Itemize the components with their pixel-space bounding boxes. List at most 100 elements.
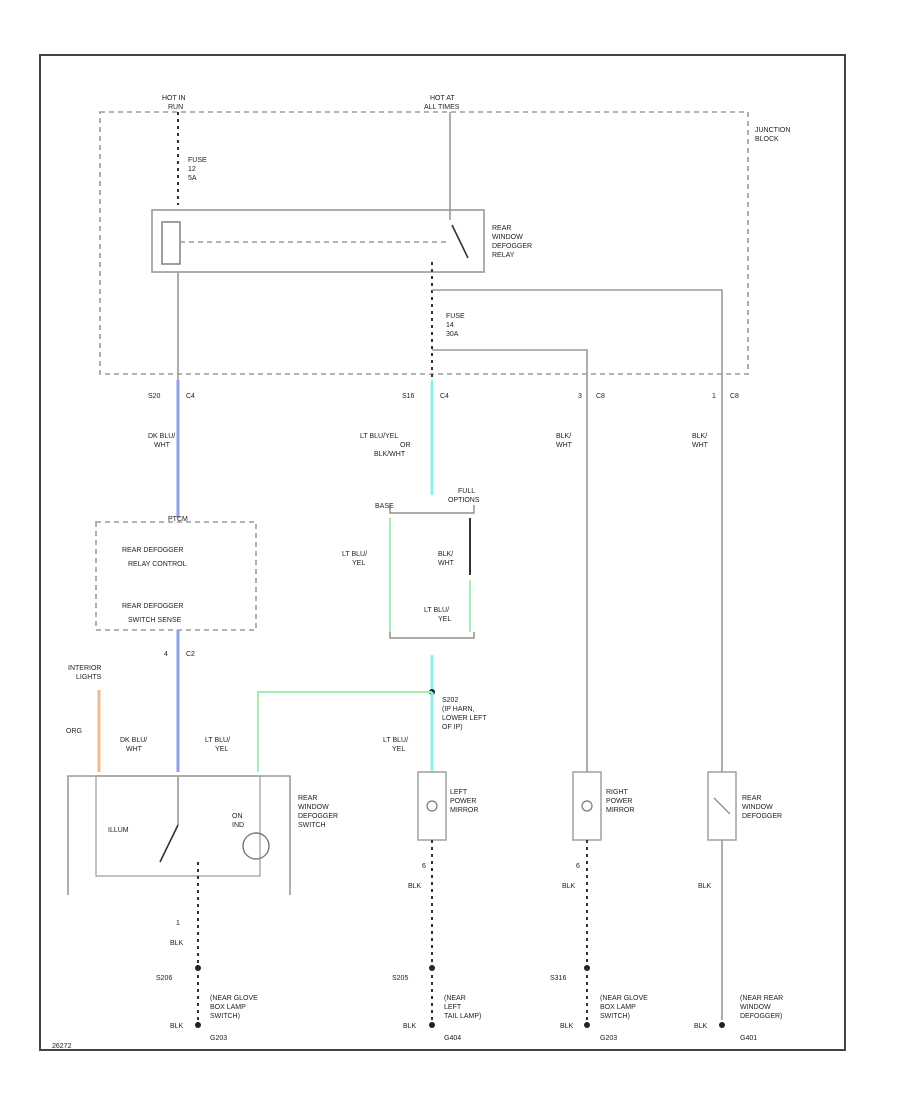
pin-c4-left-label: S20 C4: [148, 393, 195, 400]
wire-ltblu-yel-d-label: LT BLU/ YEL: [383, 737, 408, 753]
switch-sense-label: REAR DEFOGGER SWITCH SENSE: [122, 603, 183, 624]
svg-text:YEL: YEL: [438, 616, 451, 623]
svg-text:INTERIOR: INTERIOR: [68, 665, 101, 672]
pin-6-left-label: 6: [422, 863, 426, 870]
svg-text:4: 4: [164, 651, 168, 658]
left-mirror-blk-label: BLK: [408, 883, 422, 890]
svg-text:DEFOGGER): DEFOGGER): [740, 1013, 782, 1020]
svg-text:G203: G203: [600, 1035, 617, 1042]
svg-text:BLK/: BLK/: [692, 433, 707, 440]
svg-text:FULL: FULL: [458, 488, 475, 495]
svg-text:ON: ON: [232, 813, 243, 820]
junction-block-label: JUNCTION BLOCK: [755, 127, 790, 143]
ground-2-label: (NEAR LEFT TAIL LAMP) G404: [444, 995, 481, 1042]
svg-text:WINDOW: WINDOW: [298, 804, 329, 811]
defogger-grid-icon: [713, 797, 731, 815]
ground-1-label: (NEAR GLOVE BOX LAMP SWITCH) G203: [210, 995, 258, 1042]
splice-s202-label: S202 (IP HARN, LOWER LEFT OF IP): [442, 697, 487, 731]
svg-text:HOT IN: HOT IN: [162, 95, 186, 102]
svg-text:30A: 30A: [446, 331, 459, 338]
svg-text:YEL: YEL: [215, 746, 228, 753]
svg-text:C8: C8: [596, 393, 605, 400]
svg-text:FUSE: FUSE: [446, 313, 465, 320]
svg-text:LIGHTS: LIGHTS: [76, 674, 102, 681]
svg-text:YEL: YEL: [352, 560, 365, 567]
rear-defogger-blk-label: BLK: [698, 883, 712, 890]
svg-text:(NEAR GLOVE: (NEAR GLOVE: [600, 995, 648, 1002]
switch-contact: [159, 824, 179, 863]
svg-text:RIGHT: RIGHT: [606, 789, 629, 796]
svg-text:LT BLU/YEL: LT BLU/YEL: [360, 433, 398, 440]
wire-org-label: ORG: [66, 728, 82, 735]
pin-c8-a-label: 3 C8: [578, 393, 605, 400]
wire-blk-wht-b-label: BLK/ WHT: [692, 433, 709, 449]
svg-text:REAR: REAR: [742, 795, 761, 802]
junction-block-box: [99, 111, 749, 375]
wire-ltbluyel-label: LT BLU/YEL OR BLK/WHT: [360, 433, 411, 458]
svg-text:LT BLU/: LT BLU/: [205, 737, 230, 744]
svg-text:SWITCH): SWITCH): [600, 1013, 630, 1020]
pin-c4-mid-label: S16 C4: [402, 393, 449, 400]
svg-text:14: 14: [446, 322, 454, 329]
svg-text:12: 12: [188, 166, 196, 173]
pin-6-right-label: 6: [576, 863, 580, 870]
svg-text:IND: IND: [232, 822, 244, 829]
ground-3-label: (NEAR GLOVE BOX LAMP SWITCH) G203: [600, 995, 648, 1042]
svg-text:WHT: WHT: [438, 560, 455, 567]
ground-1-icon: [195, 1022, 201, 1028]
svg-text:S20: S20: [148, 393, 161, 400]
svg-text:TAIL LAMP): TAIL LAMP): [444, 1013, 481, 1020]
wire-ltblu-yel-b-label: LT BLU/ YEL: [424, 607, 451, 623]
svg-text:DEFOGGER: DEFOGGER: [298, 813, 338, 820]
svg-text:LEFT: LEFT: [444, 1004, 462, 1011]
illum-label: ILLUM: [108, 827, 129, 834]
relay-contact: [451, 224, 469, 259]
full-options-label: FULL OPTIONS: [448, 488, 480, 504]
svg-text:POWER: POWER: [606, 798, 632, 805]
relay-label: REAR WINDOW DEFOGGER RELAY: [492, 225, 532, 259]
ground-4-blk-label: BLK: [694, 1023, 708, 1030]
svg-text:YEL: YEL: [392, 746, 405, 753]
svg-text:JUNCTION: JUNCTION: [755, 127, 790, 134]
svg-text:WINDOW: WINDOW: [740, 1004, 771, 1011]
switch-blk-label: BLK: [170, 940, 184, 947]
svg-text:BLK/: BLK/: [438, 551, 453, 558]
splice-s206-label: S206: [156, 975, 172, 982]
right-mirror-feed-wire: [432, 349, 588, 380]
wire-dkblu-wht-b-label: DK BLU/ WHT: [120, 737, 147, 753]
svg-text:LT BLU/: LT BLU/: [383, 737, 408, 744]
pin-c2-label: 4 C2: [164, 651, 195, 658]
indicator-lamp-icon: [242, 832, 270, 860]
svg-text:(NEAR REAR: (NEAR REAR: [740, 995, 783, 1002]
svg-text:WINDOW: WINDOW: [742, 804, 773, 811]
pin-c8-b-label: 1 C8: [712, 393, 739, 400]
svg-text:ALL TIMES: ALL TIMES: [424, 104, 460, 111]
right-defogger-feed-wire: [432, 289, 723, 380]
svg-text:DEFOGGER: DEFOGGER: [742, 813, 782, 820]
svg-text:WINDOW: WINDOW: [492, 234, 523, 241]
svg-text:LT BLU/: LT BLU/: [342, 551, 367, 558]
svg-text:SWITCH): SWITCH): [210, 1013, 240, 1020]
hot-in-run-label: HOT IN RUN: [162, 95, 186, 111]
hot-at-all-times-label: HOT AT ALL TIMES: [424, 95, 460, 111]
interior-lights-label: INTERIOR LIGHTS: [68, 665, 102, 681]
svg-text:5A: 5A: [188, 175, 197, 182]
left-mirror-label: LEFT POWER MIRROR: [450, 789, 478, 814]
wire-ltblu-yel-a-label: LT BLU/ YEL: [342, 551, 367, 567]
pin-1-sw-label: 1: [176, 920, 180, 927]
splice-s316-label: S316: [550, 975, 566, 982]
svg-text:LOWER LEFT: LOWER LEFT: [442, 715, 487, 722]
left-mirror-motor-icon: [426, 800, 438, 812]
svg-text:REAR DEFOGGER: REAR DEFOGGER: [122, 547, 183, 554]
svg-text:LT BLU/: LT BLU/: [424, 607, 449, 614]
svg-text:C8: C8: [730, 393, 739, 400]
wire-ltblu-yel-c-label: LT BLU/ YEL: [205, 737, 230, 753]
ground-2-blk-label: BLK: [403, 1023, 417, 1030]
svg-text:BLK/: BLK/: [556, 433, 571, 440]
ptcm-box: [95, 521, 257, 631]
svg-text:(NEAR GLOVE: (NEAR GLOVE: [210, 995, 258, 1002]
svg-text:C2: C2: [186, 651, 195, 658]
svg-text:WHT: WHT: [126, 746, 143, 753]
svg-text:DK BLU/: DK BLU/: [148, 433, 175, 440]
ground-2-icon: [429, 1022, 435, 1028]
